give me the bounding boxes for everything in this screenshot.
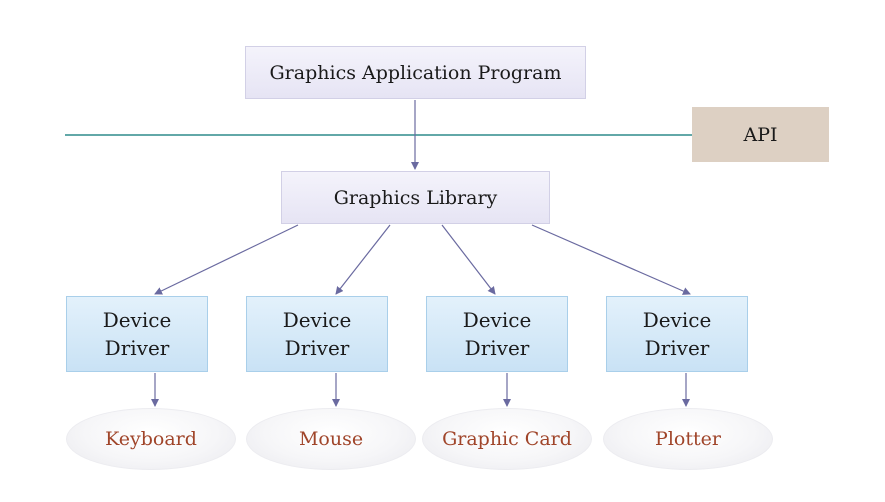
graphics-library-label: Graphics Library bbox=[333, 186, 498, 209]
device-label-keyboard: Keyboard bbox=[105, 428, 197, 450]
graphics-library-box: Graphics Library bbox=[281, 171, 550, 224]
arrow-library-to-driver-4 bbox=[531, 224, 691, 295]
device-mouse: Mouse bbox=[246, 408, 416, 470]
graphics-application-program-box: Graphics Application Program bbox=[245, 46, 586, 99]
device-graphic-card: Graphic Card bbox=[422, 408, 592, 470]
device-driver-line1: Device bbox=[642, 308, 712, 332]
api-box: API bbox=[692, 107, 829, 162]
device-keyboard: Keyboard bbox=[66, 408, 236, 470]
arrow-library-to-driver-2 bbox=[335, 224, 391, 295]
device-driver-line2: Driver bbox=[104, 336, 170, 360]
device-driver-box-4: Device Driver bbox=[606, 296, 748, 372]
arrow-library-to-driver-1 bbox=[154, 224, 299, 295]
device-driver-box-3: Device Driver bbox=[426, 296, 568, 372]
api-label: API bbox=[743, 123, 778, 146]
device-label-graphic-card: Graphic Card bbox=[442, 428, 572, 450]
arrow-library-to-driver-3 bbox=[441, 224, 496, 295]
device-driver-line2: Driver bbox=[644, 336, 710, 360]
device-driver-line1: Device bbox=[462, 308, 532, 332]
device-label-mouse: Mouse bbox=[298, 428, 364, 450]
device-driver-line2: Driver bbox=[284, 336, 350, 360]
device-driver-line1: Device bbox=[102, 308, 172, 332]
device-plotter: Plotter bbox=[603, 408, 773, 470]
device-driver-box-2: Device Driver bbox=[246, 296, 388, 372]
device-label-plotter: Plotter bbox=[655, 428, 721, 450]
graphics-application-program-label: Graphics Application Program bbox=[269, 61, 562, 84]
device-driver-line2: Driver bbox=[464, 336, 530, 360]
device-driver-line1: Device bbox=[282, 308, 352, 332]
device-driver-box-1: Device Driver bbox=[66, 296, 208, 372]
